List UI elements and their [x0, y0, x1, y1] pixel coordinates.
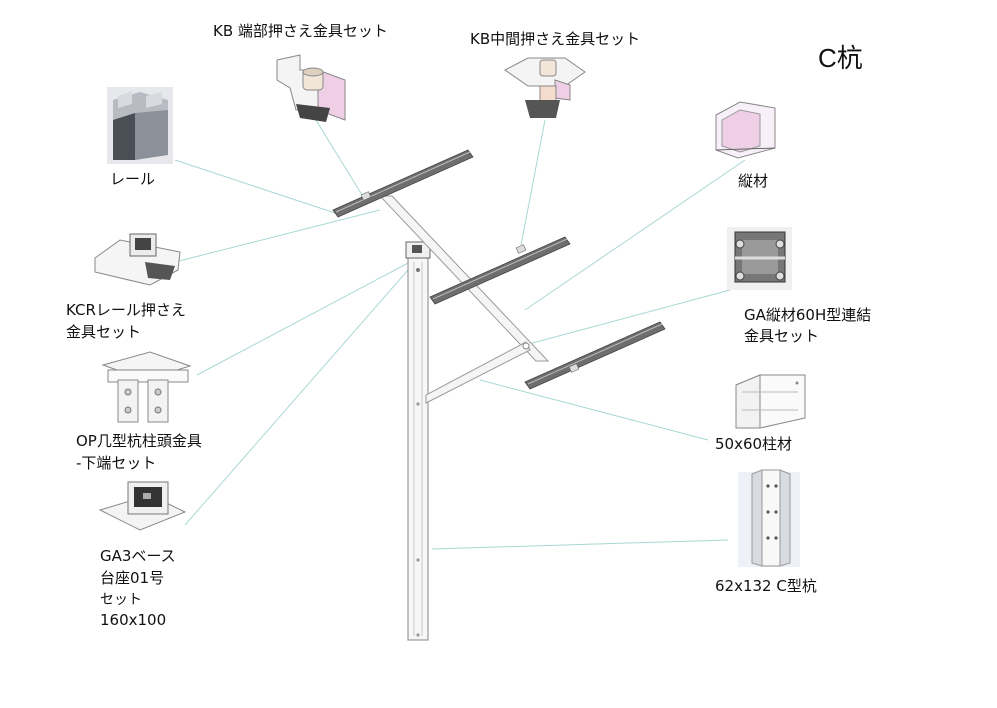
rail-top [332, 149, 474, 218]
label-rail: レール [110, 170, 156, 188]
label-ga3-line2: 台座01号 [100, 569, 165, 587]
post-head-bracket [405, 241, 431, 259]
label-ga3-line3: セット [100, 592, 142, 608]
label-kcr-line1: KCRレール押さえ [66, 301, 186, 319]
label-pillar: 50x60柱材 [715, 435, 793, 453]
label-tate: 縦材 [738, 172, 769, 190]
label-kb-end-clamp: KB 端部押さえ金具セット [213, 22, 388, 40]
page-title: C杭 [818, 43, 863, 73]
support-brace [425, 341, 531, 404]
kb-mid-clamp-part [504, 57, 586, 118]
op-post-head-part [101, 351, 192, 423]
leader-lines [174, 119, 746, 550]
label-ga60h-line2: 金具セット [744, 327, 820, 345]
kcr-rail-clamp-part [94, 233, 181, 286]
tate-member-part [715, 101, 776, 159]
rails [332, 149, 666, 390]
label-ga3-line4: 160x100 [100, 611, 167, 629]
rail-middle [429, 236, 571, 305]
ga60h-connector-part [727, 227, 792, 290]
pillar-50x60-part [735, 374, 806, 429]
ga3-base-part [98, 481, 187, 531]
rafter-beam [378, 195, 550, 362]
label-kb-mid-clamp: KB中間押さえ金具セット [470, 30, 641, 48]
label-c-pile: 62x132 C型杭 [715, 577, 817, 595]
label-kcr-line2: 金具セット [66, 323, 142, 341]
label-op-line2: -下端セット [76, 454, 157, 472]
label-op-line1: OP几型杭柱頭金具 [76, 432, 202, 450]
rail-part-photo [107, 87, 173, 164]
label-ga3-line1: GA3ベース [100, 547, 176, 565]
kb-end-clamp-part [276, 54, 346, 122]
label-ga60h-line1: GA縦材60H型連結 [744, 306, 872, 324]
rail-bottom [524, 321, 666, 390]
c-type-pile-part [738, 469, 800, 567]
c-pile-post [407, 254, 429, 641]
